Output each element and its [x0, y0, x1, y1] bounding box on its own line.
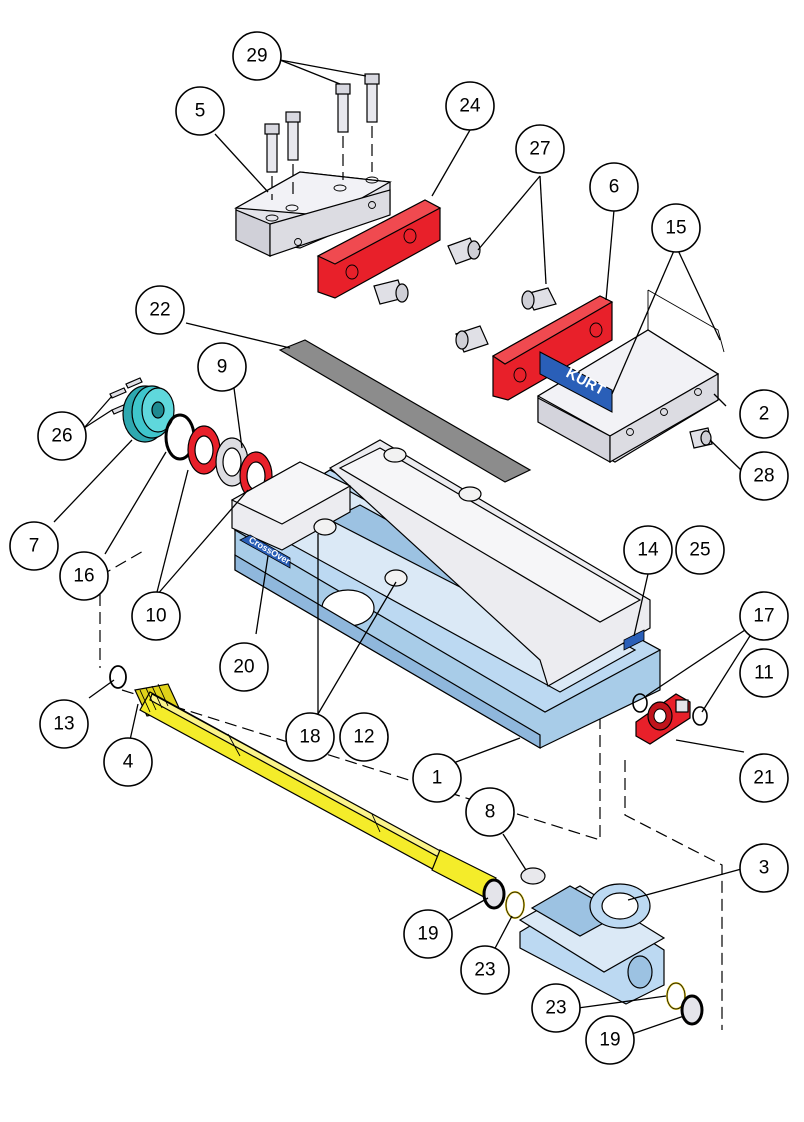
svg-text:27: 27 [529, 139, 550, 160]
callout-19-lower: 19 [585, 1015, 635, 1065]
svg-text:11: 11 [754, 663, 774, 684]
callout-26: 26 [37, 411, 87, 461]
callout-12: 12 [339, 712, 389, 762]
svg-text:1: 1 [432, 768, 443, 789]
o-ring-13 [109, 665, 127, 689]
svg-text:28: 28 [753, 466, 774, 487]
callout-8: 8 [465, 787, 515, 837]
callout-22: 22 [135, 285, 185, 335]
callout-27: 27 [515, 124, 565, 174]
callout-6: 6 [589, 162, 639, 212]
svg-text:19: 19 [417, 924, 438, 945]
vise-body [230, 439, 662, 750]
svg-text:24: 24 [459, 96, 481, 117]
callout-9: 9 [197, 342, 247, 392]
svg-text:25: 25 [689, 540, 710, 561]
screw-28 [689, 427, 713, 449]
svg-text:22: 22 [149, 300, 170, 321]
screw-27-upper [447, 237, 481, 265]
callout-20: 20 [219, 642, 269, 692]
svg-text:3: 3 [759, 858, 770, 879]
svg-text:19: 19 [599, 1030, 620, 1051]
svg-text:23: 23 [474, 960, 495, 981]
callout-23-lower: 23 [531, 983, 581, 1033]
callout-29: 29 [232, 31, 282, 81]
screw-24-lower [373, 279, 409, 305]
callout-3: 3 [739, 843, 789, 893]
lead-screw-4 [134, 683, 497, 899]
screw-6-left [455, 325, 489, 353]
gasket-strip-22 [278, 339, 532, 483]
svg-text:8: 8 [485, 802, 496, 823]
callout-24: 24 [445, 81, 495, 131]
svg-text:23: 23 [545, 998, 566, 1019]
jaw-plate-24 [316, 199, 442, 299]
svg-text:21: 21 [753, 768, 774, 789]
svg-text:16: 16 [73, 566, 94, 587]
callout-25: 25 [675, 525, 725, 575]
screws-26 [109, 377, 143, 415]
callout-1: 1 [412, 753, 462, 803]
callout-11: 11 [739, 648, 789, 698]
svg-text:10: 10 [145, 606, 166, 627]
svg-text:6: 6 [609, 177, 620, 198]
leader-lines [53, 59, 761, 1035]
svg-text:9: 9 [217, 357, 228, 378]
callout-21: 21 [739, 753, 789, 803]
cap-screws-29 [264, 73, 380, 200]
svg-text:2: 2 [759, 404, 770, 425]
screw-27-lower [521, 287, 557, 311]
svg-text:17: 17 [753, 606, 774, 627]
callout-16: 16 [59, 551, 109, 601]
svg-text:12: 12 [353, 727, 374, 748]
callout-10: 10 [131, 591, 181, 641]
callout-14: 14 [623, 525, 673, 575]
callout-2: 2 [739, 389, 789, 439]
svg-text:20: 20 [233, 657, 254, 678]
label-plate-14 [623, 629, 645, 651]
washers-19-23 [482, 878, 704, 1026]
movable-jaw-block [234, 171, 392, 257]
callout-15: 15 [651, 203, 701, 253]
svg-text:13: 13 [53, 714, 74, 735]
jaw-plate-6 [491, 295, 614, 401]
o-rings-17-11 [632, 693, 708, 726]
svg-text:29: 29 [246, 46, 267, 67]
callout-5: 5 [175, 86, 225, 136]
callout-18: 18 [285, 712, 335, 762]
callout-17: 17 [739, 591, 789, 641]
svg-text:5: 5 [195, 101, 206, 122]
nut-assembly-3 [518, 883, 666, 1005]
svg-text:15: 15 [665, 218, 686, 239]
bracket-21 [635, 693, 691, 745]
fixed-jaw-block [536, 289, 725, 464]
ball-8 [520, 867, 546, 885]
callout-13: 13 [39, 699, 89, 749]
svg-text:26: 26 [51, 426, 72, 447]
callout-7: 7 [9, 521, 59, 571]
svg-text:14: 14 [637, 540, 659, 561]
callout-19-upper: 19 [403, 909, 453, 959]
callout-28: 28 [739, 451, 789, 501]
callout-4: 4 [103, 737, 153, 787]
svg-text:4: 4 [123, 752, 134, 773]
svg-text:7: 7 [29, 536, 40, 557]
svg-text:18: 18 [299, 727, 320, 748]
bearing-cap-7 [122, 385, 175, 443]
callout-23-upper: 23 [460, 945, 510, 995]
